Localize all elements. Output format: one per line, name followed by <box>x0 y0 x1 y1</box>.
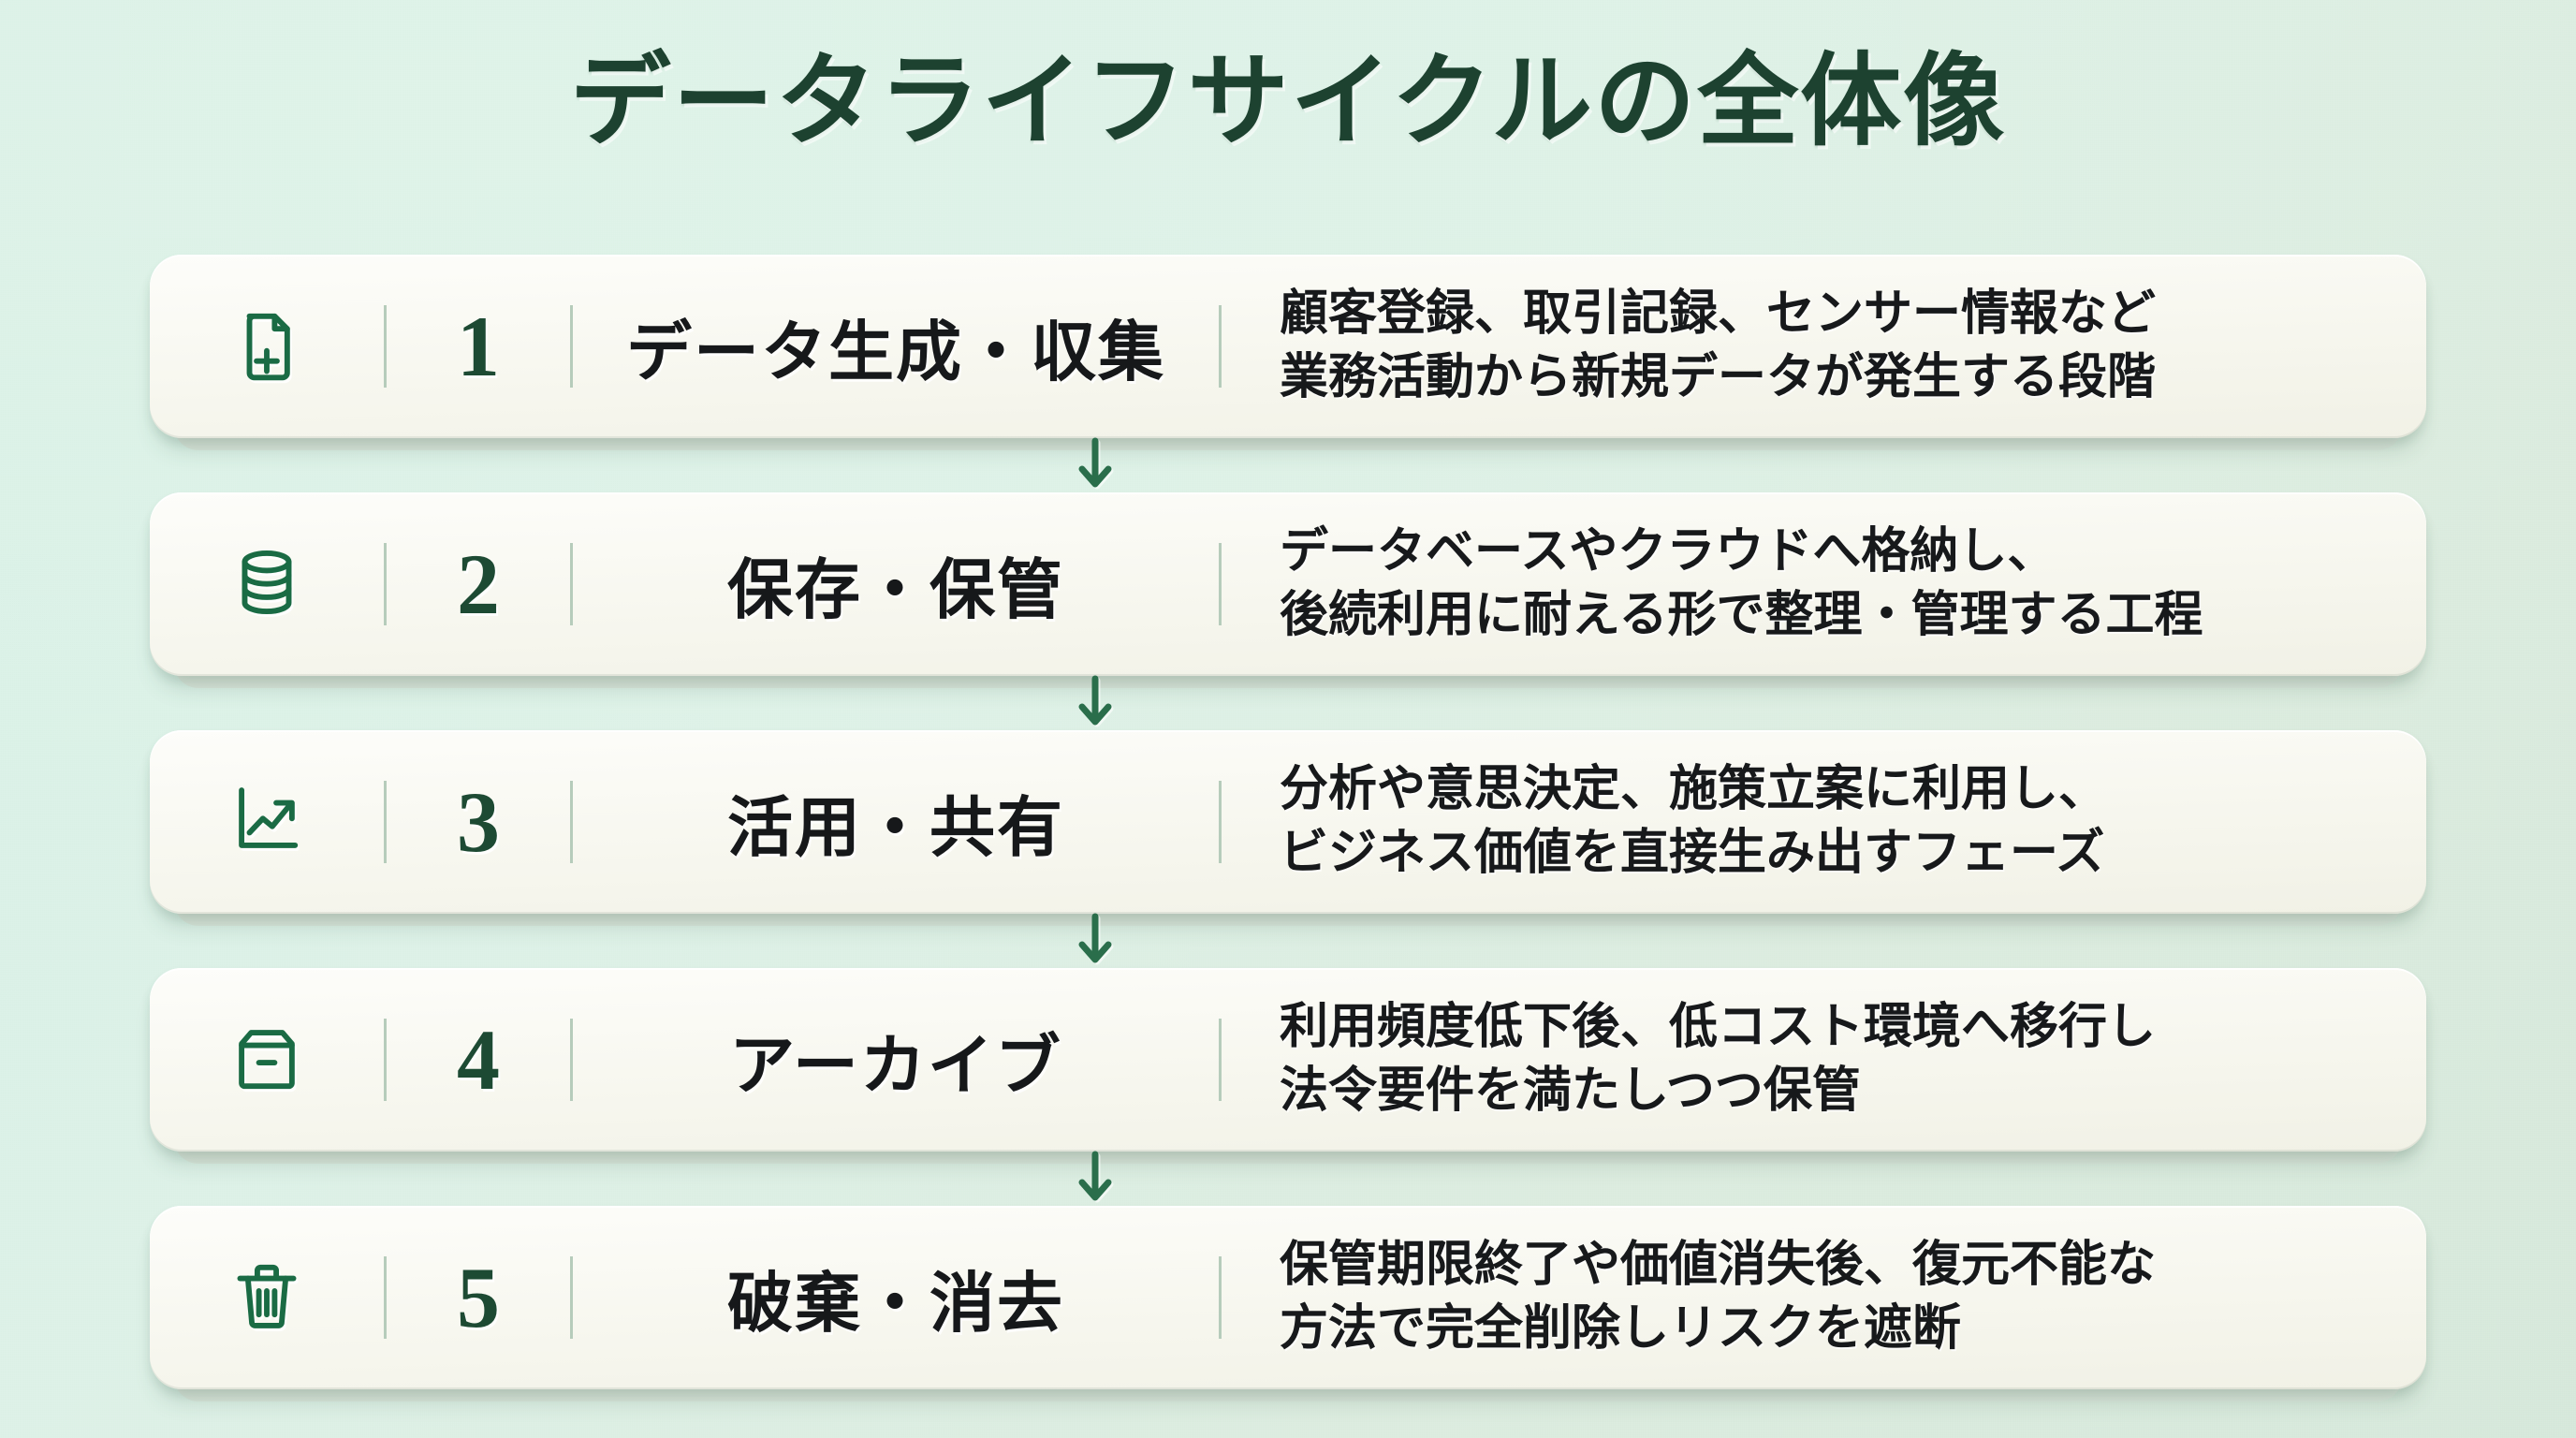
step-icon-cell-4 <box>150 968 384 1152</box>
step-description-5: 保管期限終了や価値消失後、復元不能な 方法で完全削除しリスクを遮断 <box>1222 1206 2426 1389</box>
divider-title-desc-1 <box>1219 305 1222 388</box>
step-number-2: 2 <box>457 536 500 632</box>
divider-title-desc-2 <box>1219 543 1222 625</box>
database-icon <box>227 543 306 626</box>
connector-arrow-1 <box>0 437 2233 494</box>
arrow-down-icon <box>1075 675 1116 732</box>
step-card-5[interactable]: 5 破棄・消去 保管期限終了や価値消失後、復元不能な 方法で完全削除しリスクを遮… <box>150 1206 2426 1401</box>
step-title-3: 活用・共有 <box>727 790 1064 864</box>
step-description-line2-3: ビジネス価値を直接生み出すフェーズ <box>1280 826 2105 880</box>
step-description-line2-4: 法令要件を満たしつつ保管 <box>1280 1064 1861 1118</box>
divider-number-title-4 <box>570 1019 573 1101</box>
connector-arrow-4 <box>0 1151 2233 1208</box>
divider-title-desc-5 <box>1219 1256 1222 1339</box>
step-card-3[interactable]: 3 活用・共有 分析や意思決定、施策立案に利用し、 ビジネス価値を直接生み出すフ… <box>150 730 2426 926</box>
step-description-2: データベースやクラウドへ格納し、 後続利用に耐える形で整理・管理する工程 <box>1222 492 2426 676</box>
divider-icon-number-1 <box>384 305 387 388</box>
step-card-4[interactable]: 4 アーカイブ 利用頻度低下後、低コスト環境へ移行し 法令要件を満たしつつ保管 <box>150 968 2426 1164</box>
step-description-line1-4: 利用頻度低下後、低コスト環境へ移行し <box>1280 1000 2157 1055</box>
step-title-4: アーカイブ <box>729 1028 1062 1102</box>
divider-number-title-1 <box>570 305 573 388</box>
page-title-container: データライフサイクルの全体像 <box>0 41 2576 160</box>
connector-arrow-3 <box>0 913 2233 970</box>
step-description-line1-1: 顧客登録、取引記録、センサー情報など <box>1280 286 2157 342</box>
arrow-down-icon <box>1075 913 1116 970</box>
step-title-cell-4: アーカイブ <box>573 968 1219 1152</box>
step-description-line2-5: 方法で完全削除しリスクを遮断 <box>1280 1301 1962 1356</box>
step-title-cell-3: 活用・共有 <box>573 730 1219 914</box>
step-icon-cell-2 <box>150 492 384 676</box>
connector-arrow-2 <box>0 675 2233 732</box>
step-description-line1-3: 分析や意思決定、施策立案に利用し、 <box>1280 762 2108 817</box>
step-description-line1-5: 保管期限終了や価値消失後、復元不能な <box>1280 1238 2157 1293</box>
step-title-5: 破棄・消去 <box>727 1266 1064 1340</box>
chart-trending-up-icon <box>227 781 306 864</box>
step-number-4: 4 <box>457 1012 500 1108</box>
divider-icon-number-4 <box>384 1019 387 1101</box>
step-icon-cell-3 <box>150 730 384 914</box>
divider-number-title-2 <box>570 543 573 625</box>
divider-icon-number-2 <box>384 543 387 625</box>
step-description-line2-1: 業務活動から新規データが発生する段階 <box>1280 350 2157 404</box>
divider-title-desc-4 <box>1219 1019 1222 1101</box>
step-number-5: 5 <box>457 1250 500 1345</box>
step-title-cell-5: 破棄・消去 <box>573 1206 1219 1389</box>
divider-icon-number-3 <box>384 781 387 863</box>
step-title-1: データ生成・収集 <box>626 315 1165 389</box>
step-description-line2-2: 後続利用に耐える形で整理・管理する工程 <box>1280 588 2203 642</box>
step-card-1[interactable]: 1 データ生成・収集 顧客登録、取引記録、センサー情報など 業務活動から新規デー… <box>150 255 2426 450</box>
divider-icon-number-5 <box>384 1256 387 1339</box>
divider-number-title-5 <box>570 1256 573 1339</box>
step-title-2: 保存・保管 <box>727 552 1064 626</box>
arrow-down-icon <box>1075 437 1116 494</box>
step-description-line1-2: データベースやクラウドへ格納し、 <box>1280 524 2056 580</box>
lifecycle-steps-list: 1 データ生成・収集 顧客登録、取引記録、センサー情報など 業務活動から新規デー… <box>150 255 2426 1401</box>
page-title: データライフサイクルの全体像 <box>569 44 2007 157</box>
step-card-2[interactable]: 2 保存・保管 データベースやクラウドへ格納し、 後続利用に耐える形で整理・管理… <box>150 492 2426 688</box>
step-title-cell-2: 保存・保管 <box>573 492 1219 676</box>
step-icon-cell-1 <box>150 255 384 438</box>
archive-box-icon <box>227 1019 306 1102</box>
step-description-1: 顧客登録、取引記録、センサー情報など 業務活動から新規データが発生する段階 <box>1222 255 2426 438</box>
step-number-3: 3 <box>457 774 500 870</box>
trash-can-icon <box>227 1256 306 1340</box>
arrow-down-icon <box>1075 1151 1116 1208</box>
document-plus-icon <box>227 305 306 389</box>
step-icon-cell-5 <box>150 1206 384 1389</box>
step-description-3: 分析や意思決定、施策立案に利用し、 ビジネス価値を直接生み出すフェーズ <box>1222 730 2426 914</box>
divider-number-title-3 <box>570 781 573 863</box>
divider-title-desc-3 <box>1219 781 1222 863</box>
step-title-cell-1: データ生成・収集 <box>573 255 1219 438</box>
step-number-1: 1 <box>457 299 500 394</box>
step-description-4: 利用頻度低下後、低コスト環境へ移行し 法令要件を満たしつつ保管 <box>1222 968 2426 1152</box>
